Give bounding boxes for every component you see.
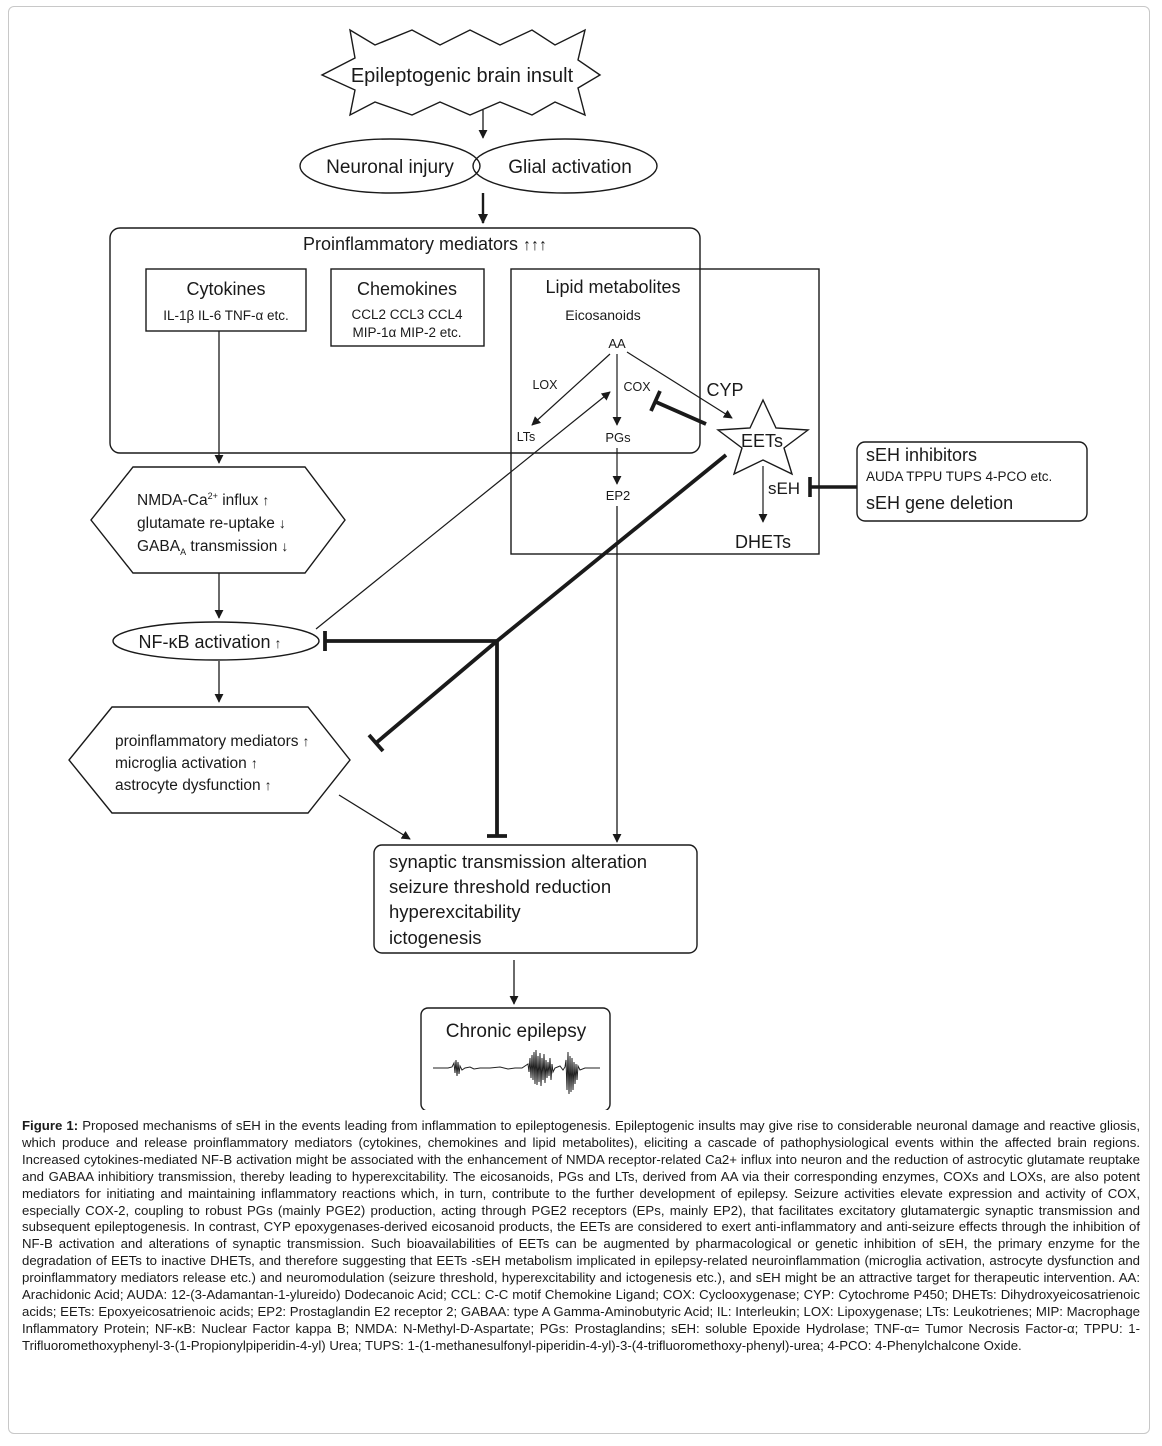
- cyp-label: CYP: [706, 380, 743, 400]
- seh-label: sEH: [768, 479, 800, 498]
- inhibit-mediators-line: [374, 639, 499, 745]
- arrow-aa-to-lts: [531, 353, 611, 426]
- syn-line2: seizure threshold reduction: [389, 876, 611, 897]
- lipid-title: Lipid metabolites: [545, 277, 680, 297]
- chemokines-line1: CCL2 CCL3 CCL4: [351, 307, 463, 322]
- nmda-hexagon: NMDA-Ca2+ influx↑ glutamate re-uptake↓ G…: [90, 466, 346, 574]
- synaptic-box: synaptic transmission alteration seizure…: [373, 844, 698, 954]
- dhets-label: DHETs: [735, 532, 791, 552]
- arrow-mediators-to-synaptic: [338, 794, 411, 840]
- aa-label: AA: [608, 336, 626, 351]
- ep2-label: EP2: [606, 488, 631, 503]
- cytokines-box: Cytokines IL-1β IL-6 TNF-α etc.: [145, 268, 307, 332]
- proinflammatory-box: Proinflammatory mediators↑↑↑: [109, 227, 701, 454]
- insult-label: Epileptogenic brain insult: [351, 65, 574, 87]
- proinflammatory-title: Proinflammatory mediators↑↑↑: [303, 234, 547, 254]
- glial-activation-label: Glial activation: [508, 157, 632, 178]
- insult-node: Epileptogenic brain insult: [320, 28, 602, 117]
- pathway-diagram: Epileptogenic brain insult Neuronal inju…: [68, 28, 1088, 1110]
- figure-frame: [8, 6, 1150, 1434]
- eets-node: EETs: [716, 398, 810, 476]
- cytokines-items: IL-1β IL-6 TNF-α etc.: [163, 308, 289, 323]
- gaba-line: GABAA transmission↓: [137, 538, 288, 557]
- syn-line1: synaptic transmission alteration: [389, 851, 647, 872]
- nmda-line: NMDA-Ca2+ influx↑: [137, 491, 269, 509]
- eeg-trace: [433, 1049, 600, 1095]
- cox-label: COX: [623, 380, 651, 394]
- nfkb-node: NF-κB activation↑: [112, 621, 320, 661]
- eets-label: EETs: [741, 431, 783, 451]
- chemokines-title: Chemokines: [357, 279, 457, 299]
- chemokines-line2: MIP-1α MIP-2 etc.: [352, 325, 461, 340]
- seh-gene-deletion: sEH gene deletion: [866, 493, 1013, 513]
- caption-text: Proposed mechanisms of sEH in the events…: [22, 1118, 1140, 1353]
- pgs-label: PGs: [605, 430, 631, 445]
- seh-inhibitors-box: sEH inhibitors AUDA TPPU TUPS 4-PCO etc.…: [856, 441, 1088, 522]
- eicosanoids-label: Eicosanoids: [565, 307, 641, 323]
- nfkb-label: NF-κB activation↑: [138, 632, 281, 652]
- pim-line3: astrocyte dysfunction↑: [115, 777, 272, 794]
- arrow-nfkb-to-cox: [315, 391, 611, 630]
- caption-label: Figure 1:: [22, 1118, 79, 1133]
- lipid-metabolites-box: Lipid metabolites Eicosanoids AA LOX COX…: [510, 268, 820, 555]
- injury-activation-node: Neuronal injury Glial activation: [299, 138, 658, 194]
- arrow-aa-to-eets: [626, 351, 733, 419]
- syn-line3: hyperexcitability: [389, 901, 521, 922]
- syn-line4: ictogenesis: [389, 927, 482, 948]
- chemokines-box: Chemokines CCL2 CCL3 CCL4 MIP-1α MIP-2 e…: [330, 268, 485, 347]
- seh-inhibitors-title: sEH inhibitors: [866, 445, 977, 465]
- chronic-epilepsy-box: Chronic epilepsy: [420, 1007, 611, 1110]
- mediators-hexagon: proinflammatory mediators↑ microglia act…: [68, 706, 351, 814]
- figure-caption: Figure 1: Proposed mechanisms of sEH in …: [22, 1118, 1140, 1355]
- pim-line2: microglia activation↑: [115, 755, 258, 772]
- inhibit-eets-main-line: [495, 453, 728, 643]
- inhibit-mediators-bar: [367, 733, 385, 753]
- inhibit-cox-line: [655, 400, 707, 426]
- inhibit-cox-bar: [649, 390, 662, 412]
- cytokines-title: Cytokines: [186, 279, 265, 299]
- pim-line1: proinflammatory mediators↑: [115, 733, 309, 750]
- chronic-label: Chronic epilepsy: [446, 1021, 587, 1042]
- lts-label: LTs: [517, 430, 536, 444]
- neuronal-injury-label: Neuronal injury: [326, 157, 454, 178]
- seh-inhibitors-items: AUDA TPPU TUPS 4-PCO etc.: [866, 469, 1052, 484]
- lox-label: LOX: [532, 378, 558, 392]
- glutamate-line: glutamate re-uptake↓: [137, 515, 286, 532]
